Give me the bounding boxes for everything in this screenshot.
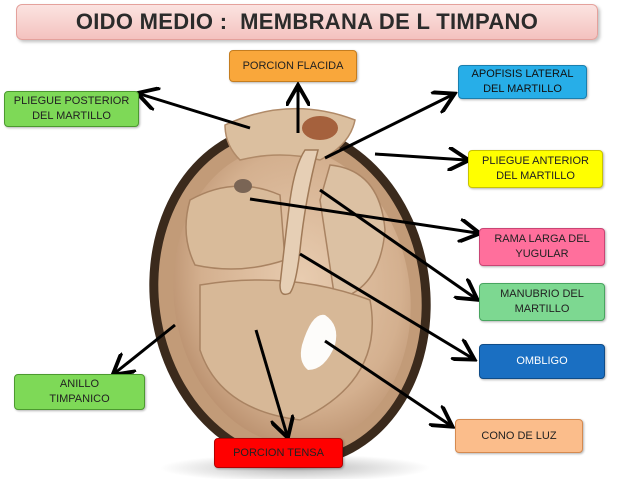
arrow-ombligo xyxy=(299,252,472,358)
arrow-pliegue-posterior xyxy=(140,94,251,130)
label-porcion-tensa: PORCION TENSA xyxy=(214,438,343,468)
flaccida-patch xyxy=(302,116,338,140)
label-manubrio-text: MANUBRIO DEL MARTILLO xyxy=(500,288,584,315)
page-title: OIDO MEDIO : MEMBRANA DE L TIMPANO xyxy=(75,9,539,34)
arrow-apofisis-lateral xyxy=(324,95,452,160)
label-ombligo: OMBLIGO xyxy=(479,344,605,379)
label-anillo: ANILLO TIMPANICO xyxy=(14,374,145,410)
cone-of-light xyxy=(300,314,337,370)
label-porcion-flacida-text: PORCION FLACIDA xyxy=(242,59,344,72)
arrow-anillo xyxy=(115,323,176,373)
label-porcion-flacida: PORCION FLACIDA xyxy=(229,50,357,82)
label-apofisis-lateral: APOFISIS LATERAL DEL MARTILLO xyxy=(458,65,587,99)
posterior-fold-shape xyxy=(185,185,286,270)
label-cono-luz: CONO DE LUZ xyxy=(455,419,583,453)
label-rama-larga-text: RAMA LARGA DEL YUGULAR xyxy=(494,233,590,260)
label-pliegue-posterior: PLIEGUE POSTERIOR DEL MARTILLO xyxy=(4,91,139,127)
label-manubrio: MANUBRIO DEL MARTILLO xyxy=(479,283,605,321)
label-pliegue-posterior-text: PLIEGUE POSTERIOR DEL MARTILLO xyxy=(13,95,130,122)
arrow-cono-luz xyxy=(324,339,450,425)
label-rama-larga: RAMA LARGA DEL YUGULAR xyxy=(479,228,605,266)
label-apofisis-lateral-text: APOFISIS LATERAL DEL MARTILLO xyxy=(471,68,574,95)
label-pliegue-anterior-text: PLIEGUE ANTERIOR DEL MARTILLO xyxy=(482,155,589,182)
label-porcion-tensa-text: PORCION TENSA xyxy=(233,446,324,459)
label-ombligo-text: OMBLIGO xyxy=(516,355,568,367)
arrow-rama-larga xyxy=(249,197,477,233)
label-anillo-text: ANILLO TIMPANICO xyxy=(49,378,110,405)
arrow-manubrio xyxy=(319,188,475,298)
arrow-porcion-tensa xyxy=(254,329,287,435)
title-banner: OIDO MEDIO : MEMBRANA DE L TIMPANO xyxy=(16,4,598,40)
malleus-handle xyxy=(279,149,319,296)
arrow-pliegue-anterior xyxy=(374,154,466,160)
label-cono-luz-text: CONO DE LUZ xyxy=(481,429,557,442)
label-pliegue-anterior: PLIEGUE ANTERIOR DEL MARTILLO xyxy=(468,150,603,188)
umbo-spot-small xyxy=(234,179,252,193)
